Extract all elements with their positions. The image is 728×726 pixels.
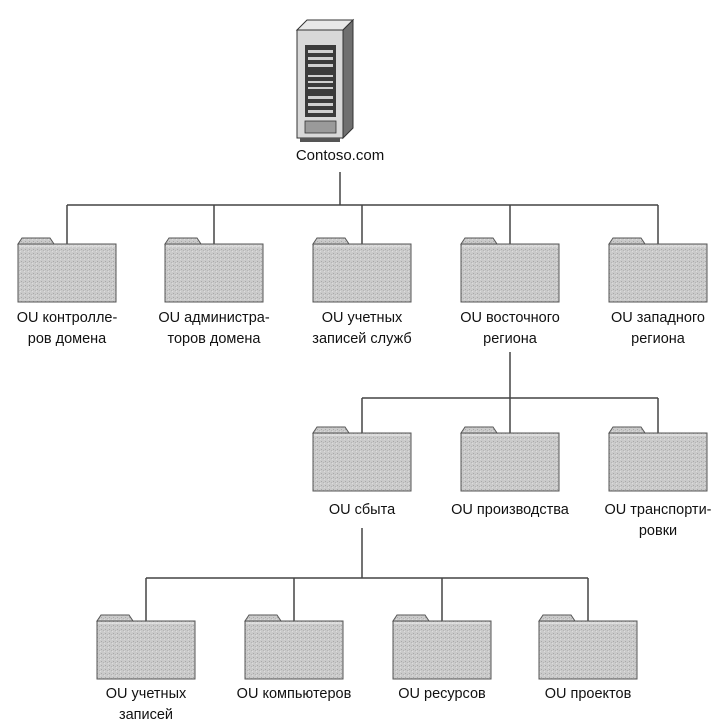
ou-user-accounts-label-line: OU учетных: [105, 686, 187, 702]
server-icon: [295, 18, 355, 142]
ou-east-region-label-line: региона: [483, 331, 537, 347]
ou-domain-controllers-label-line: OU контролле-: [16, 310, 118, 326]
ou-sales-label-line: OU сбыта: [328, 502, 396, 518]
ou-west-region-folder-icon[interactable]: [608, 237, 708, 303]
ou-domain-controllers-label: OU контролле-ров домена: [0, 308, 142, 350]
ou-domain-admins-label-line: торов домена: [167, 331, 261, 347]
ou-production-label-line: OU производства: [451, 502, 569, 518]
ou-west-region-label-line: OU западного: [611, 310, 705, 326]
ou-transport-label: OU транспорти-ровки: [583, 500, 728, 542]
ou-production-label: OU производства: [435, 500, 585, 521]
ou-east-region-label: OU восточного региона: [435, 308, 585, 350]
ou-transport-folder-icon[interactable]: [608, 426, 708, 492]
ou-user-accounts-label: OU учетных записей: [71, 684, 221, 726]
ou-domain-admins-folder-icon[interactable]: [164, 237, 264, 303]
ou-domain-admins-label-line: OU администра-: [158, 310, 270, 326]
ou-user-accounts-label-line: записей: [118, 707, 174, 723]
ou-domain-controllers-label-line: ров домена: [27, 331, 107, 347]
ou-projects-label-line: OU проектов: [544, 686, 632, 702]
ou-user-accounts-folder-icon[interactable]: [96, 614, 196, 680]
ou-projects-label: OU проектов: [513, 684, 663, 705]
ou-west-region-label-line: региона: [631, 331, 685, 347]
root-domain-label: Contoso.com: [295, 147, 385, 164]
ou-domain-admins-label: OU администра-торов домена: [139, 308, 289, 350]
ou-sales-folder-icon[interactable]: [312, 426, 412, 492]
ou-sales-label: OU сбыта: [287, 500, 437, 521]
folder-group: [17, 237, 708, 680]
ou-resources-label-line: OU ресурсов: [398, 686, 486, 702]
ou-east-region-folder-icon[interactable]: [460, 237, 560, 303]
connector-lines: [66, 172, 659, 621]
ou-service-accounts-label-line: записей служб: [312, 331, 412, 347]
ou-computers-label-line: OU компьютеров: [236, 686, 352, 702]
ou-production-folder-icon[interactable]: [460, 426, 560, 492]
ou-domain-controllers-folder-icon[interactable]: [17, 237, 117, 303]
ou-transport-label-line: ровки: [638, 523, 678, 539]
ou-service-accounts-label-line: OU учетных: [321, 310, 403, 326]
ou-resources-label: OU ресурсов: [367, 684, 517, 705]
ou-west-region-label: OU западного региона: [583, 308, 728, 350]
ou-transport-label-line: OU транспорти-: [604, 502, 712, 518]
ou-computers-label: OU компьютеров: [219, 684, 369, 705]
ou-service-accounts-folder-icon[interactable]: [312, 237, 412, 303]
ou-projects-folder-icon[interactable]: [538, 614, 638, 680]
ou-resources-folder-icon[interactable]: [392, 614, 492, 680]
ou-service-accounts-label: OU учетных записей служб: [287, 308, 437, 350]
ou-computers-folder-icon[interactable]: [244, 614, 344, 680]
ou-east-region-label-line: OU восточного: [460, 310, 560, 326]
